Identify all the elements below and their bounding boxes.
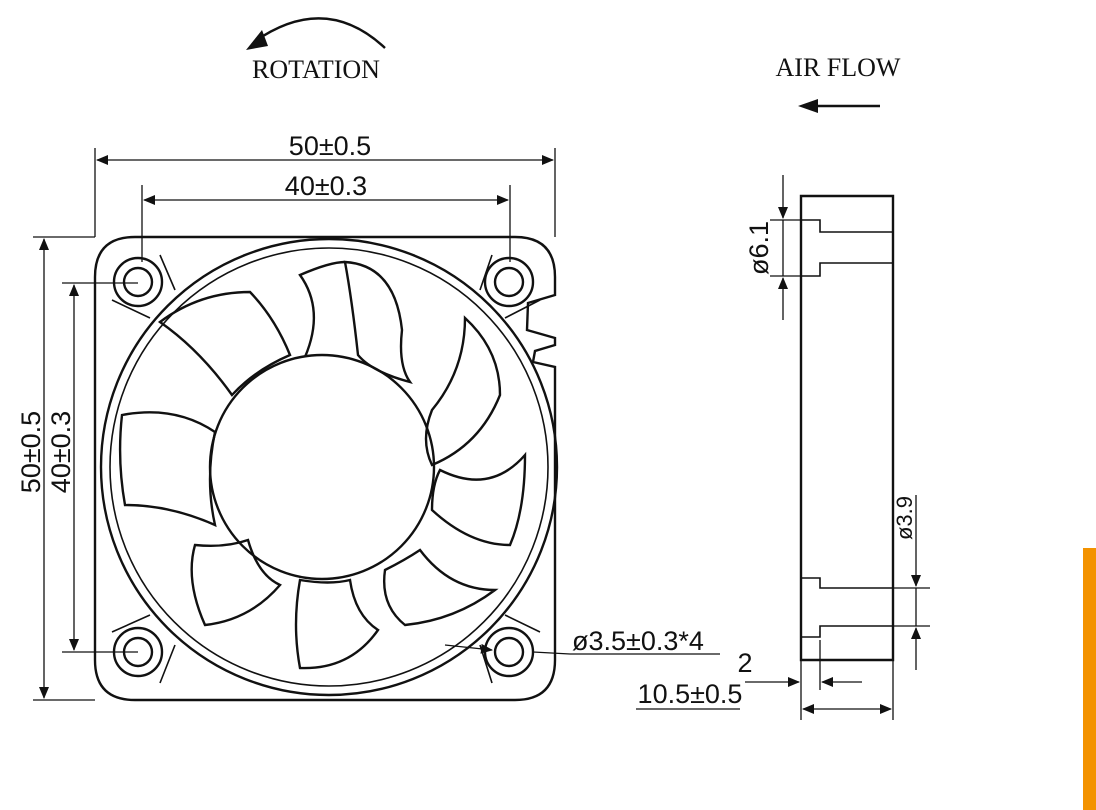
fan-blades [118, 260, 527, 670]
hole-spec-leader [444, 643, 720, 655]
height-outer-label: 50±0.5 [16, 411, 46, 493]
side-dia-top-label: ø6.1 [744, 221, 774, 275]
fan-frame-outline [93, 235, 557, 702]
rotation-arrow-icon [246, 17, 386, 50]
housing-outer-ring [99, 237, 559, 697]
width-holes-label: 40±0.3 [285, 171, 367, 201]
height-holes-label: 40±0.3 [46, 411, 76, 493]
width-outer-label: 50±0.5 [289, 131, 371, 161]
mounting-hole-tr [483, 256, 535, 308]
side-thickness-label: 10.5±0.5 [638, 679, 743, 709]
rotation-label: ROTATION [252, 55, 380, 84]
hole-spec-label: ø3.5±0.3*4 [572, 626, 704, 656]
housing-inner-ring [109, 247, 549, 687]
fan-front-view [93, 235, 559, 702]
airflow-arrow-icon [798, 99, 880, 113]
dim-height-outer [33, 236, 95, 701]
dim-height-holes [62, 282, 138, 653]
side-dia-bottom-label: ø3.9 [892, 496, 917, 540]
fan-side-view [799, 194, 895, 662]
dim-side-dia-top [770, 175, 801, 320]
dim-side-dia-bottom [893, 495, 930, 670]
fan-hub [208, 353, 436, 581]
dim-side-gap [745, 640, 862, 720]
mounting-hole-br [483, 626, 535, 678]
dim-width-outer [94, 148, 556, 237]
dim-side-thickness [636, 660, 894, 720]
orange-accent-bar [1083, 548, 1096, 810]
side-gap-label: 2 [737, 648, 752, 678]
dim-width-holes [141, 185, 511, 262]
airflow-label: AIR FLOW [776, 53, 901, 82]
mounting-hole-tl [112, 256, 164, 308]
